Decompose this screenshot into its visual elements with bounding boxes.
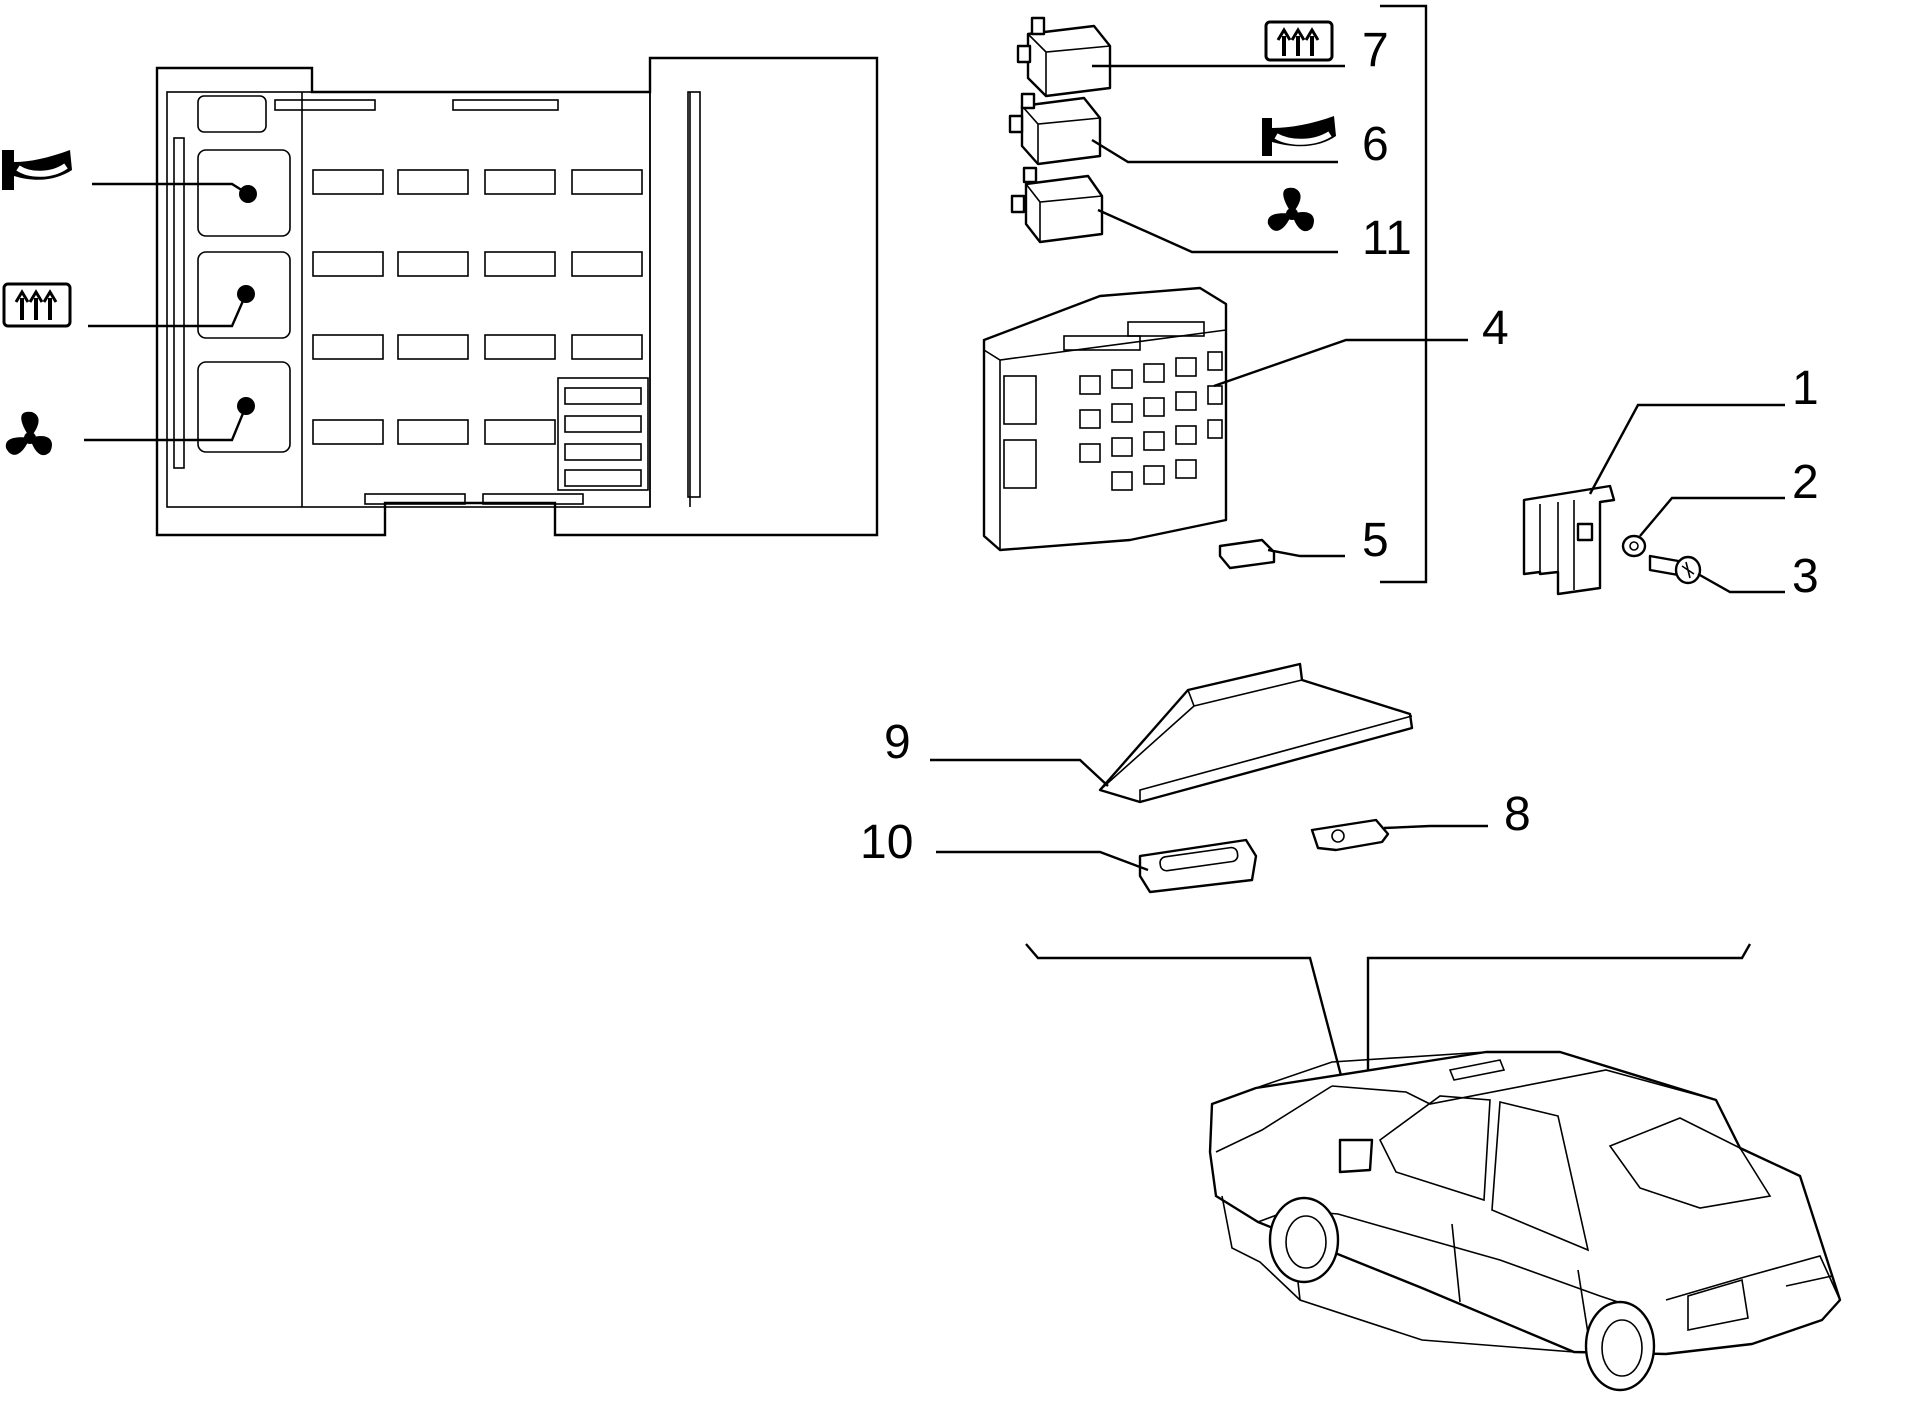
clip — [1310, 818, 1390, 852]
rear-window-heater-icon — [1264, 20, 1334, 62]
fuse-rows — [312, 169, 649, 491]
callout-5: 5 — [1362, 514, 1389, 567]
callout-2: 2 — [1792, 456, 1819, 509]
relay-socket-heater — [197, 251, 291, 339]
rear-window-heater-icon — [2, 282, 72, 328]
callout-3: 3 — [1792, 550, 1819, 603]
fuse — [1218, 538, 1276, 570]
relay-6 — [1008, 92, 1102, 166]
horn-icon — [1262, 116, 1336, 156]
callout-9: 9 — [884, 716, 911, 769]
callout-11: 11 — [1362, 212, 1412, 265]
fan-icon — [1267, 187, 1314, 232]
relay-socket-horn — [197, 149, 291, 237]
cover-panel — [1098, 662, 1414, 804]
relay-7 — [1016, 16, 1112, 98]
fan-icon — [5, 411, 52, 456]
relay-socket-fan — [197, 361, 291, 453]
relay-11 — [1010, 166, 1104, 244]
fuse-box-layout — [84, 56, 879, 537]
callout-10: 10 — [860, 816, 913, 869]
washer — [1621, 534, 1647, 558]
horn-icon — [2, 150, 72, 190]
screw — [1648, 554, 1702, 585]
callout-7: 7 — [1362, 24, 1389, 77]
location-pointer — [1025, 943, 1752, 1141]
holder — [1138, 838, 1258, 894]
callout-6: 6 — [1362, 118, 1389, 171]
callout-1: 1 — [1792, 362, 1819, 415]
callout-4: 4 — [1482, 302, 1509, 355]
callout-8: 8 — [1504, 788, 1531, 841]
fuse-box-body — [982, 286, 1228, 552]
mounting-bracket — [1522, 484, 1616, 596]
car-illustration — [1208, 1050, 1842, 1392]
